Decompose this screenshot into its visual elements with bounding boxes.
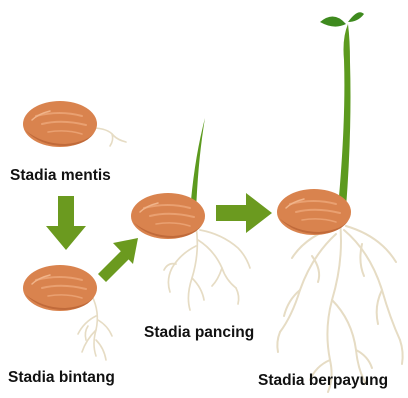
root-icon — [277, 222, 402, 392]
root-icon — [164, 226, 250, 310]
stage-bintang-illustration — [23, 265, 112, 360]
stage-mentis-illustration — [23, 101, 126, 147]
stage-label-mentis: Stadia mentis — [10, 168, 111, 184]
seed-icon — [131, 193, 205, 239]
shoot-icon — [320, 12, 364, 208]
stage-label-berpayung: Stadia berpayung — [258, 373, 388, 389]
arrow-right-icon — [216, 193, 272, 233]
seed-icon — [23, 101, 97, 147]
seed-icon — [277, 189, 351, 235]
shoot-icon — [190, 118, 205, 212]
root-icon — [92, 128, 126, 146]
stage-label-pancing: Stadia pancing — [144, 325, 254, 341]
seed-icon — [23, 265, 97, 311]
stage-label-bintang: Stadia bintang — [8, 370, 115, 386]
arrow-diagonal-icon — [98, 238, 138, 282]
arrow-down-icon — [46, 196, 86, 250]
stage-berpayung-illustration — [277, 12, 403, 392]
